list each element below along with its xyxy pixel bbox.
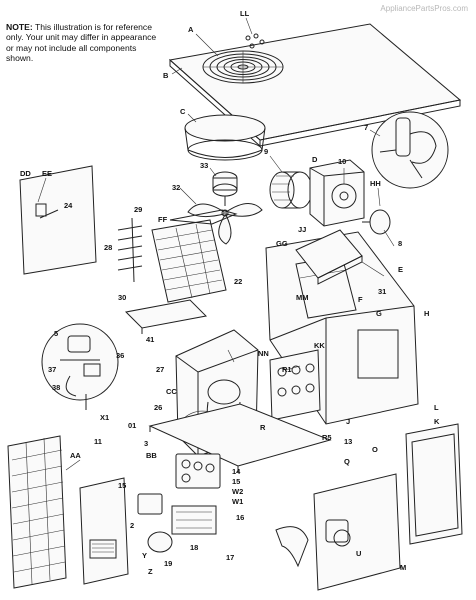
callout-17: 17 — [226, 553, 234, 562]
front-grille — [7, 435, 67, 589]
gas-valve-part — [137, 493, 173, 553]
callout-jj: JJ — [298, 225, 306, 234]
callout-z: Z — [148, 567, 153, 576]
filter-block — [171, 505, 217, 535]
watermark: AppliancePartsPros.com — [380, 4, 468, 13]
callout-41: 41 — [146, 335, 154, 344]
left-side-panel — [19, 165, 97, 275]
callout-19: 19 — [164, 559, 172, 568]
condenser-coil — [151, 209, 238, 303]
callout-r: R — [260, 423, 266, 432]
callout-9: 9 — [264, 147, 268, 156]
callout-14: 14 — [232, 467, 241, 476]
access-panel-z — [79, 477, 129, 585]
callout-16: 16 — [236, 513, 244, 522]
callout-g: G — [376, 309, 382, 318]
service-door-m — [313, 473, 401, 591]
callout-22: 22 — [234, 277, 242, 286]
callout-cc: CC — [166, 387, 177, 396]
callout-e: E — [398, 265, 403, 274]
callout-c: C — [180, 107, 186, 116]
callout-33: 33 — [200, 161, 208, 170]
callout-x1: X1 — [100, 413, 109, 422]
callout-labels: A LL B C 7 DD EE 24 33 32 9 D 10 HH JJ 8… — [20, 9, 440, 576]
capacitor-detail — [371, 111, 449, 189]
blower-motor — [362, 209, 391, 235]
callout-28: 28 — [104, 243, 112, 252]
base-pan — [148, 403, 332, 472]
panel-k — [405, 423, 463, 545]
callout-bb: BB — [146, 451, 157, 460]
callout-f: F — [358, 295, 363, 304]
callout-l: L — [434, 403, 439, 412]
heat-exchanger — [269, 349, 321, 421]
callout-15: 15 — [232, 477, 240, 486]
blower-housing — [309, 159, 365, 227]
note-label: NOTE: — [6, 22, 33, 32]
callout-k: K — [434, 417, 440, 426]
leader-lines — [37, 17, 395, 471]
coil-tubes-28 — [117, 217, 143, 283]
note-text: This illustration is for reference only.… — [6, 22, 157, 64]
callout-13: 13 — [344, 437, 352, 446]
callout-y: Y — [142, 551, 147, 560]
fan-blade — [187, 203, 263, 245]
callout-ff: FF — [158, 215, 168, 224]
callout-29: 29 — [134, 205, 142, 214]
callout-r5: R5 — [322, 433, 332, 442]
callout-dd: DD — [20, 169, 31, 178]
callout-b: B — [163, 71, 169, 80]
burner-assembly — [175, 453, 221, 489]
callout-10: 10 — [338, 157, 346, 166]
callout-37: 37 — [48, 365, 56, 374]
drain-pan-41 — [124, 299, 208, 334]
callout-j: J — [346, 417, 350, 426]
screws-ll — [245, 33, 265, 49]
callout-26: 26 — [154, 403, 162, 412]
top-cover-panel — [168, 23, 462, 148]
callout-27: 27 — [156, 365, 164, 374]
callout-m: M — [400, 563, 406, 572]
fan-grille — [202, 50, 284, 84]
callout-gg: GG — [276, 239, 288, 248]
gas-valve-detail — [41, 323, 119, 410]
duct-elbow — [275, 526, 309, 568]
fan-motor — [212, 171, 238, 206]
callout-ee: EE — [42, 169, 52, 178]
callout-kk: KK — [314, 341, 325, 350]
callout-8: 8 — [398, 239, 402, 248]
callout-aa: AA — [70, 451, 81, 460]
fan-orifice-ring — [184, 114, 266, 161]
callout-15b: 15 — [118, 481, 126, 490]
blower-wheel — [269, 171, 313, 209]
callout-ll: LL — [240, 9, 250, 18]
callout-30: 30 — [118, 293, 126, 302]
callout-38: 38 — [52, 383, 60, 392]
callout-01: 01 — [128, 421, 136, 430]
callout-31: 31 — [378, 287, 386, 296]
callout-3: 3 — [144, 439, 148, 448]
callout-24: 24 — [64, 201, 73, 210]
callout-36: 36 — [116, 351, 124, 360]
callout-o: O — [372, 445, 378, 454]
callout-2: 2 — [130, 521, 134, 530]
callout-a: A — [188, 25, 194, 34]
callout-mm: MM — [296, 293, 309, 302]
callout-32: 32 — [172, 183, 180, 192]
callout-18: 18 — [190, 543, 198, 552]
callout-11: 11 — [94, 437, 102, 446]
callout-u: U — [356, 549, 361, 558]
callout-r1: R1 — [282, 365, 292, 374]
callout-hh: HH — [370, 179, 381, 188]
callout-nn: NN — [258, 349, 269, 358]
callout-q: Q — [344, 457, 350, 466]
callout-5: 5 — [54, 329, 58, 338]
disclaimer-note: NOTE: This illustration is for reference… — [6, 22, 166, 64]
callout-w1: W1 — [232, 497, 243, 506]
callout-d: D — [312, 155, 318, 164]
callout-h: H — [424, 309, 429, 318]
callout-w2: W2 — [232, 487, 243, 496]
callout-7: 7 — [364, 123, 368, 132]
